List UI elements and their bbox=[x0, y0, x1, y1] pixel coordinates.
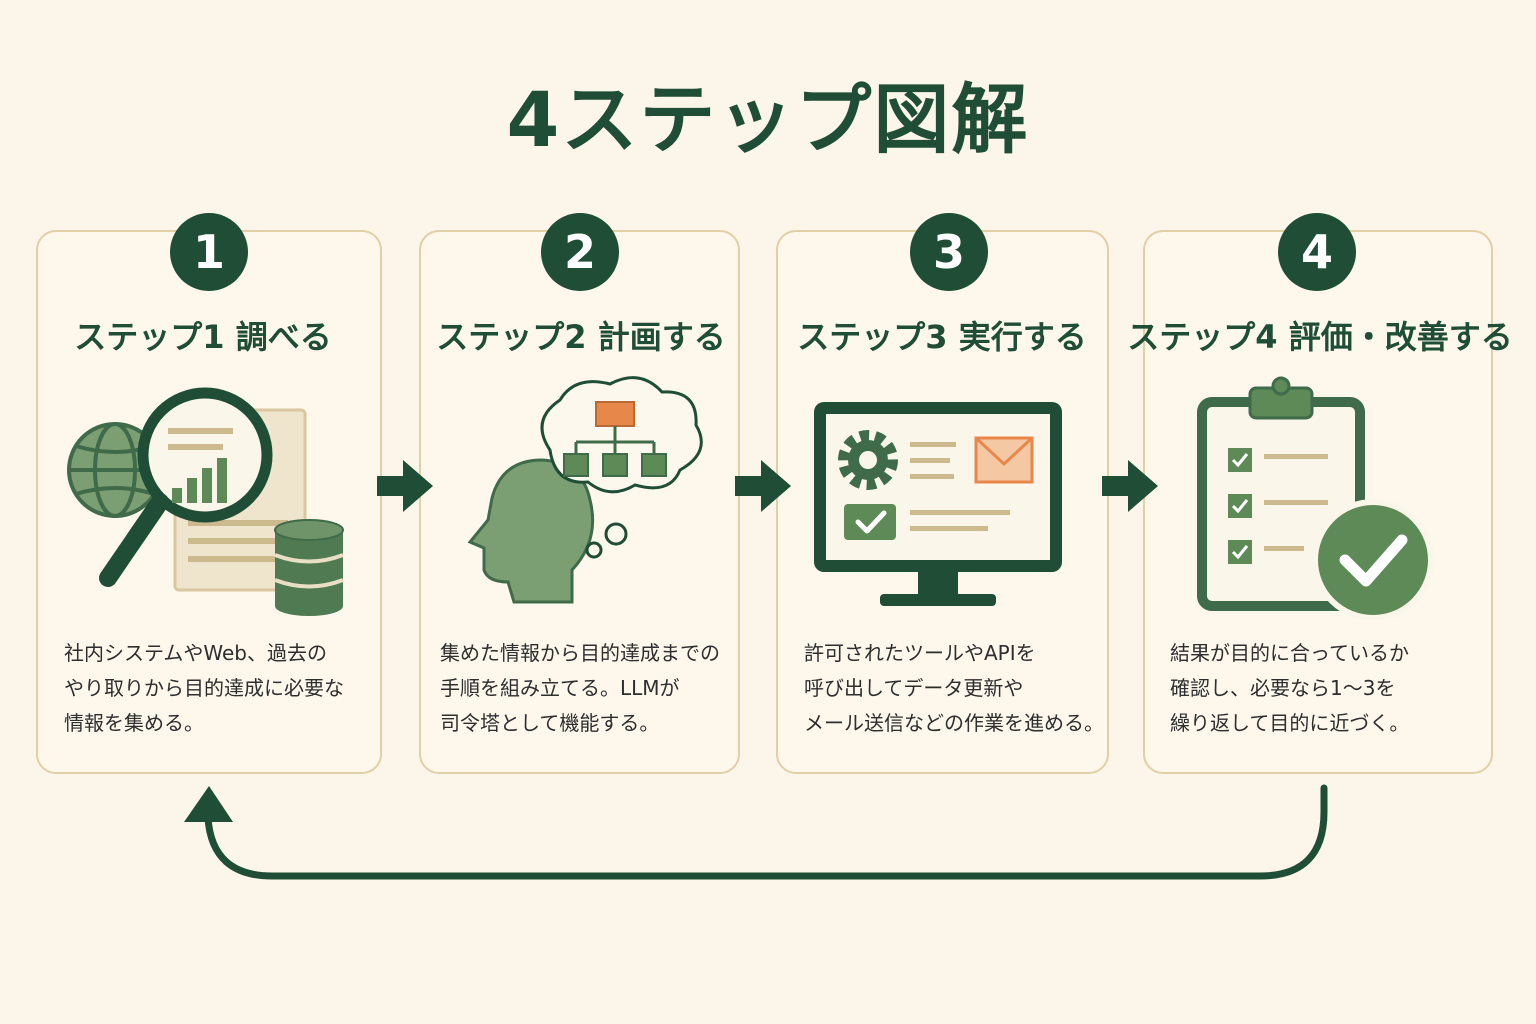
page-title: 4ステップ図解 bbox=[506, 75, 1030, 164]
head-icon bbox=[467, 458, 595, 604]
step-description-1: 社内システムやWeb、過去の やり取りから目的達成に必要な 情報を集める。 bbox=[64, 641, 344, 735]
step-title-4: ステップ4 評価・改善する bbox=[1127, 318, 1513, 356]
step-title-2: ステップ2 計画する bbox=[436, 318, 726, 356]
evaluation-illustration bbox=[1197, 376, 1434, 620]
step-description-4: 結果が目的に合っているか 確認し、必要なら1〜3を 繰り返して目的に近づく。 bbox=[1170, 641, 1410, 735]
magnifier-icon bbox=[99, 387, 273, 587]
planning-illustration bbox=[467, 376, 703, 604]
step-number-badge-4: 4 bbox=[1278, 213, 1356, 291]
step-description-2: 集めた情報から目的達成までの 手順を組み立てる。LLMが 司令塔として機能する。 bbox=[440, 641, 720, 735]
clipboard-icon bbox=[1197, 376, 1365, 611]
arrow-right-icon bbox=[1102, 460, 1158, 512]
step-description-3: 許可されたツールやAPIを 呼び出してデータ更新や メール送信などの作業を進める… bbox=[804, 641, 1104, 735]
step-title-3: ステップ3 実行する bbox=[797, 318, 1087, 356]
research-illustration bbox=[67, 387, 344, 616]
check-circle-icon bbox=[1312, 499, 1434, 620]
checkbox-icon bbox=[844, 504, 896, 540]
step-number-badge-2: 2 bbox=[541, 213, 619, 291]
arrow-right-icon bbox=[377, 460, 433, 512]
step-title-1: ステップ1 調べる bbox=[74, 318, 332, 356]
gear-icon bbox=[838, 430, 898, 490]
mail-icon bbox=[974, 436, 1034, 484]
flowchart-icon bbox=[563, 401, 667, 477]
database-icon bbox=[274, 519, 344, 616]
step-number-badge-3: 3 bbox=[910, 213, 988, 291]
execution-illustration bbox=[814, 402, 1062, 606]
step-number-badge-1: 1 bbox=[170, 213, 248, 291]
arrow-right-icon bbox=[735, 460, 791, 512]
